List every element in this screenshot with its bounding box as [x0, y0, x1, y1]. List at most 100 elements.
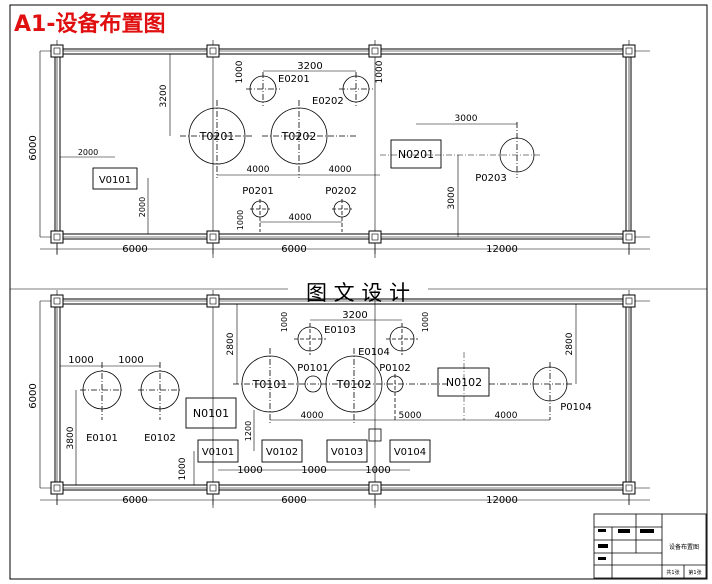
equipment-e0101 [80, 362, 124, 420]
upper-dim-4000-b: 4000 [329, 165, 352, 175]
lower-bay-1: 6000 [122, 495, 147, 506]
upper-dim-3200-top: 3200 [297, 61, 322, 72]
upper-dim-2000-v: 2000 [138, 197, 147, 217]
lower-walls [54, 298, 632, 491]
lower-dim-5000: 5000 [399, 411, 422, 421]
equipment-v0101-upper [92, 167, 138, 190]
upper-bay-2: 6000 [281, 244, 306, 255]
upper-grid-lines [40, 40, 650, 258]
equipment-v0104 [389, 439, 431, 463]
lower-bay-2: 6000 [281, 495, 306, 506]
equipment-p0101 [304, 375, 322, 393]
lower-dim-1000-e0103: 1000 [280, 312, 289, 332]
label-e0104: E0104 [358, 347, 390, 358]
equipment-e0102 [138, 362, 182, 420]
upper-dim-4000-p: 4000 [289, 213, 312, 223]
label-p0104: P0104 [560, 402, 591, 413]
title-block-marks [598, 529, 654, 560]
lower-dim-3200: 3200 [342, 310, 367, 321]
upper-bay-1: 6000 [122, 244, 147, 255]
lower-dim-1000-v: 1000 [178, 457, 188, 480]
lower-dim-2800-a: 2800 [226, 332, 236, 355]
lower-bay-dims [40, 495, 650, 505]
label-p0101: P0101 [297, 363, 328, 374]
lower-dim-2800-b: 2800 [565, 332, 575, 355]
label-t0102: T0102 [336, 378, 372, 391]
equipment-e0104 [386, 323, 418, 355]
lower-bay-3: 12000 [486, 495, 518, 506]
title-block [593, 513, 707, 579]
equipment-n0201 [390, 139, 442, 169]
upper-dim-3000-v: 3000 [447, 186, 457, 209]
label-v0101-upper: V0101 [99, 175, 131, 186]
upper-dim-4000-a: 4000 [247, 165, 270, 175]
upper-walls [54, 48, 632, 240]
label-p0102: P0102 [379, 363, 410, 374]
label-n0101: N0101 [193, 407, 229, 420]
upper-dim-3200-vert: 3200 [159, 84, 169, 107]
equipment-v0101-lower [197, 439, 239, 463]
equipment-v0102 [261, 439, 303, 463]
equipment-n0101 [185, 397, 237, 429]
equipment-t0101 [233, 348, 450, 425]
label-t0101: T0101 [252, 378, 288, 391]
drawing-frame [9, 4, 708, 580]
lower-dim-1200: 1200 [244, 421, 253, 441]
equipment-e0201 [246, 72, 280, 106]
equipment-v0103 [326, 439, 368, 463]
upper-dim-1000-e0202: 1000 [375, 60, 385, 83]
label-p0203: P0203 [475, 173, 506, 184]
lower-dim-1000-b: 1000 [301, 465, 326, 476]
label-v0103: V0103 [331, 447, 363, 458]
lower-dim-6000-left: 6000 [28, 383, 39, 408]
label-e0101: E0101 [86, 433, 118, 444]
label-e0201: E0201 [278, 74, 310, 85]
equipment-p0201 [250, 199, 270, 232]
label-v0104: V0104 [394, 447, 426, 458]
label-n0201: N0201 [398, 148, 434, 161]
lower-dim-1000-c: 1000 [365, 465, 390, 476]
label-t0202: T0202 [281, 130, 317, 143]
label-e0102: E0102 [144, 433, 176, 444]
equipment-t0102 [325, 348, 383, 425]
label-p0201: P0201 [242, 186, 273, 197]
equipment-p0202 [332, 199, 352, 232]
lower-floor-plan: 6000 6000 12000 6000 E0101 E0102 1000 10… [28, 290, 650, 508]
title-block-name: 设备布置图 [669, 543, 699, 551]
upper-floor-plan: 6000 6000 12000 6000 E0201 E0202 3200 10… [28, 40, 650, 258]
lower-dim-3800: 3800 [66, 426, 76, 449]
lower-dim-1000-e1: 1000 [68, 355, 93, 366]
upper-bay-3: 12000 [486, 244, 518, 255]
equipment-p0104 [489, 362, 572, 420]
equipment-t0201 [180, 100, 254, 178]
lower-dim-1000-a: 1000 [237, 465, 262, 476]
center-label: 图 文 设 计 [306, 281, 410, 305]
upper-dim-2000-h: 2000 [78, 148, 98, 157]
label-t0201: T0201 [199, 130, 235, 143]
equipment-n0102 [437, 367, 490, 397]
label-e0103: E0103 [324, 325, 356, 336]
equipment-small-box [368, 428, 382, 442]
equipment-e0202 [339, 72, 373, 106]
drawing-title: A1-设备布置图 [14, 11, 165, 37]
lower-dim-4000-a: 4000 [301, 411, 324, 421]
lower-grid-lines [40, 290, 650, 508]
label-e0202: E0202 [312, 96, 344, 107]
lower-dim-1000-e0104: 1000 [421, 312, 430, 332]
upper-dim-6000-left: 6000 [28, 135, 39, 160]
equipment-p0102 [386, 374, 404, 420]
upper-dim-3000-h: 3000 [455, 114, 478, 124]
equipment-e0103 [294, 323, 326, 355]
label-p0202: P0202 [325, 186, 356, 197]
lower-dim-1000-e2: 1000 [118, 355, 143, 366]
label-v0102: V0102 [266, 447, 298, 458]
upper-bay-dims [40, 244, 650, 254]
upper-dim-1000-p0201: 1000 [236, 210, 245, 230]
equipment-t0202 [262, 100, 356, 178]
title-block-sheet-a: 共1张 [666, 569, 679, 576]
lower-dim-4000-b: 4000 [495, 411, 518, 421]
title-block-sheet-b: 第1张 [688, 569, 701, 576]
label-v0101-lower: V0101 [202, 447, 234, 458]
equipment-p0203 [499, 122, 535, 178]
